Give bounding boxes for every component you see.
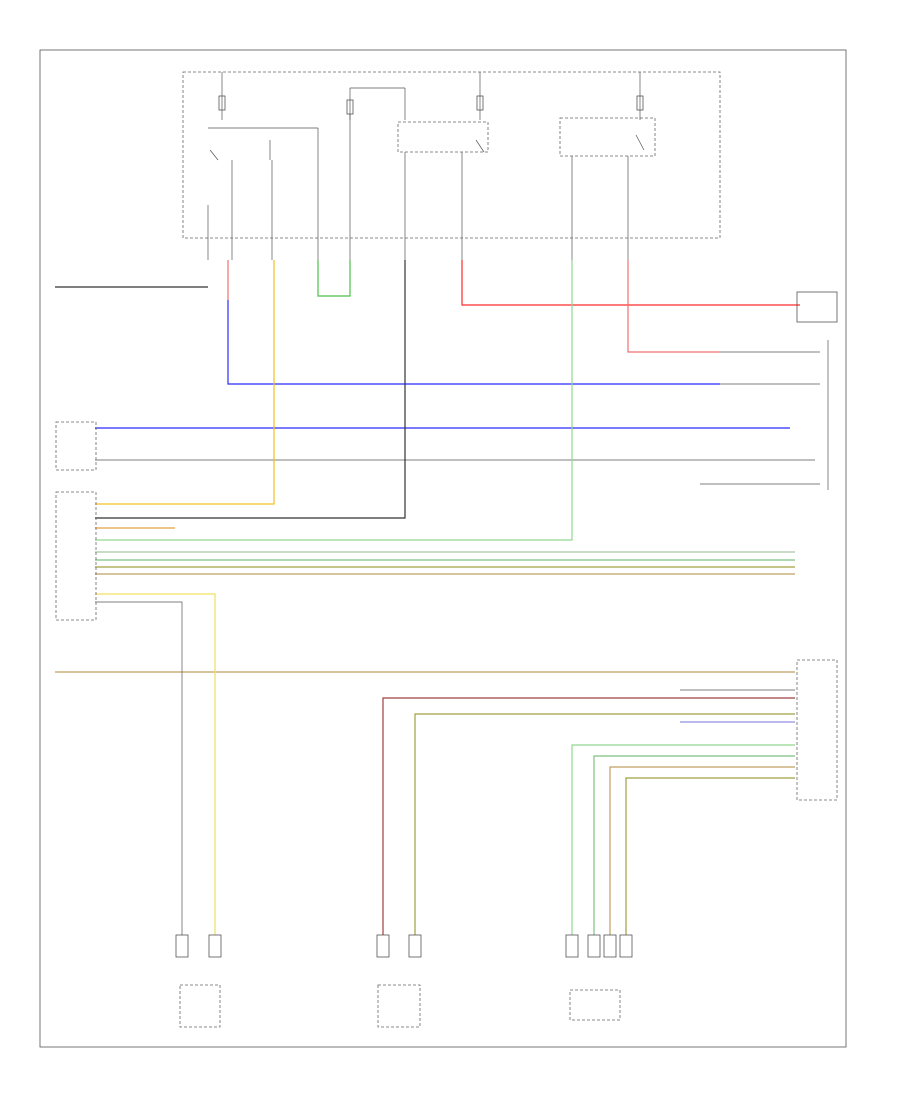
wire-black: [95, 260, 406, 519]
sensor-ambient: [565, 934, 633, 1021]
wire-lightgreen: [95, 260, 573, 541]
fuse-2: [476, 95, 484, 111]
relay-1: [397, 121, 489, 153]
relay-group: [208, 117, 656, 161]
fuse-1: [218, 95, 226, 111]
wire-blue-a: [227, 300, 720, 385]
diagram-frame: [39, 49, 847, 1048]
wire-sensor3-a: [571, 744, 795, 935]
wire-sensor1-b: [95, 601, 183, 935]
wire-yellow: [95, 260, 275, 505]
wire-red: [461, 260, 800, 306]
switch-contact-1: [209, 149, 219, 161]
control-unit-connector: [796, 659, 838, 801]
fuse-group: [218, 72, 644, 120]
hvac-module-connector: [55, 491, 97, 621]
wire-sensor2-a: [382, 697, 795, 935]
ac-compressor: [796, 291, 838, 323]
wires: [55, 260, 820, 935]
left-module-connector: [55, 421, 97, 471]
wire-sensor3-b: [593, 755, 795, 935]
wire-sensor1-a: [95, 593, 216, 935]
sensor-evaporator: [376, 934, 422, 1028]
wire-sensor3-d: [625, 777, 795, 935]
wire-sensor2-b: [414, 713, 795, 935]
relay-2: [559, 117, 656, 157]
wire-sensor3-c: [609, 766, 795, 935]
fuse-relay-box: [182, 71, 721, 239]
sensor-engine-temp: [175, 934, 222, 1028]
box-pin-lines: [207, 114, 629, 260]
fuse-3: [636, 95, 644, 111]
wire-pink-b: [627, 260, 720, 353]
wire-green-loop: [317, 260, 351, 297]
